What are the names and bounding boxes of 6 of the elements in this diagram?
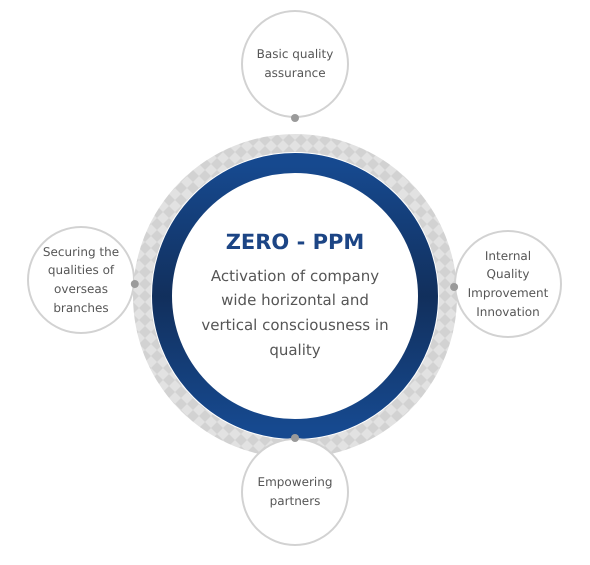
topic-label: Basic quality assurance (256, 46, 334, 82)
topic-label: Empowering partners (256, 474, 334, 510)
topic-label: Securing the qualities of overseas branches (42, 244, 120, 317)
center-description: Activation of company wide horizontal and vertical consciousness in quality (200, 266, 390, 361)
center-title: ZERO - PPM (226, 230, 364, 254)
topic-label: Internal Quality Improvement Innovation (466, 248, 550, 321)
